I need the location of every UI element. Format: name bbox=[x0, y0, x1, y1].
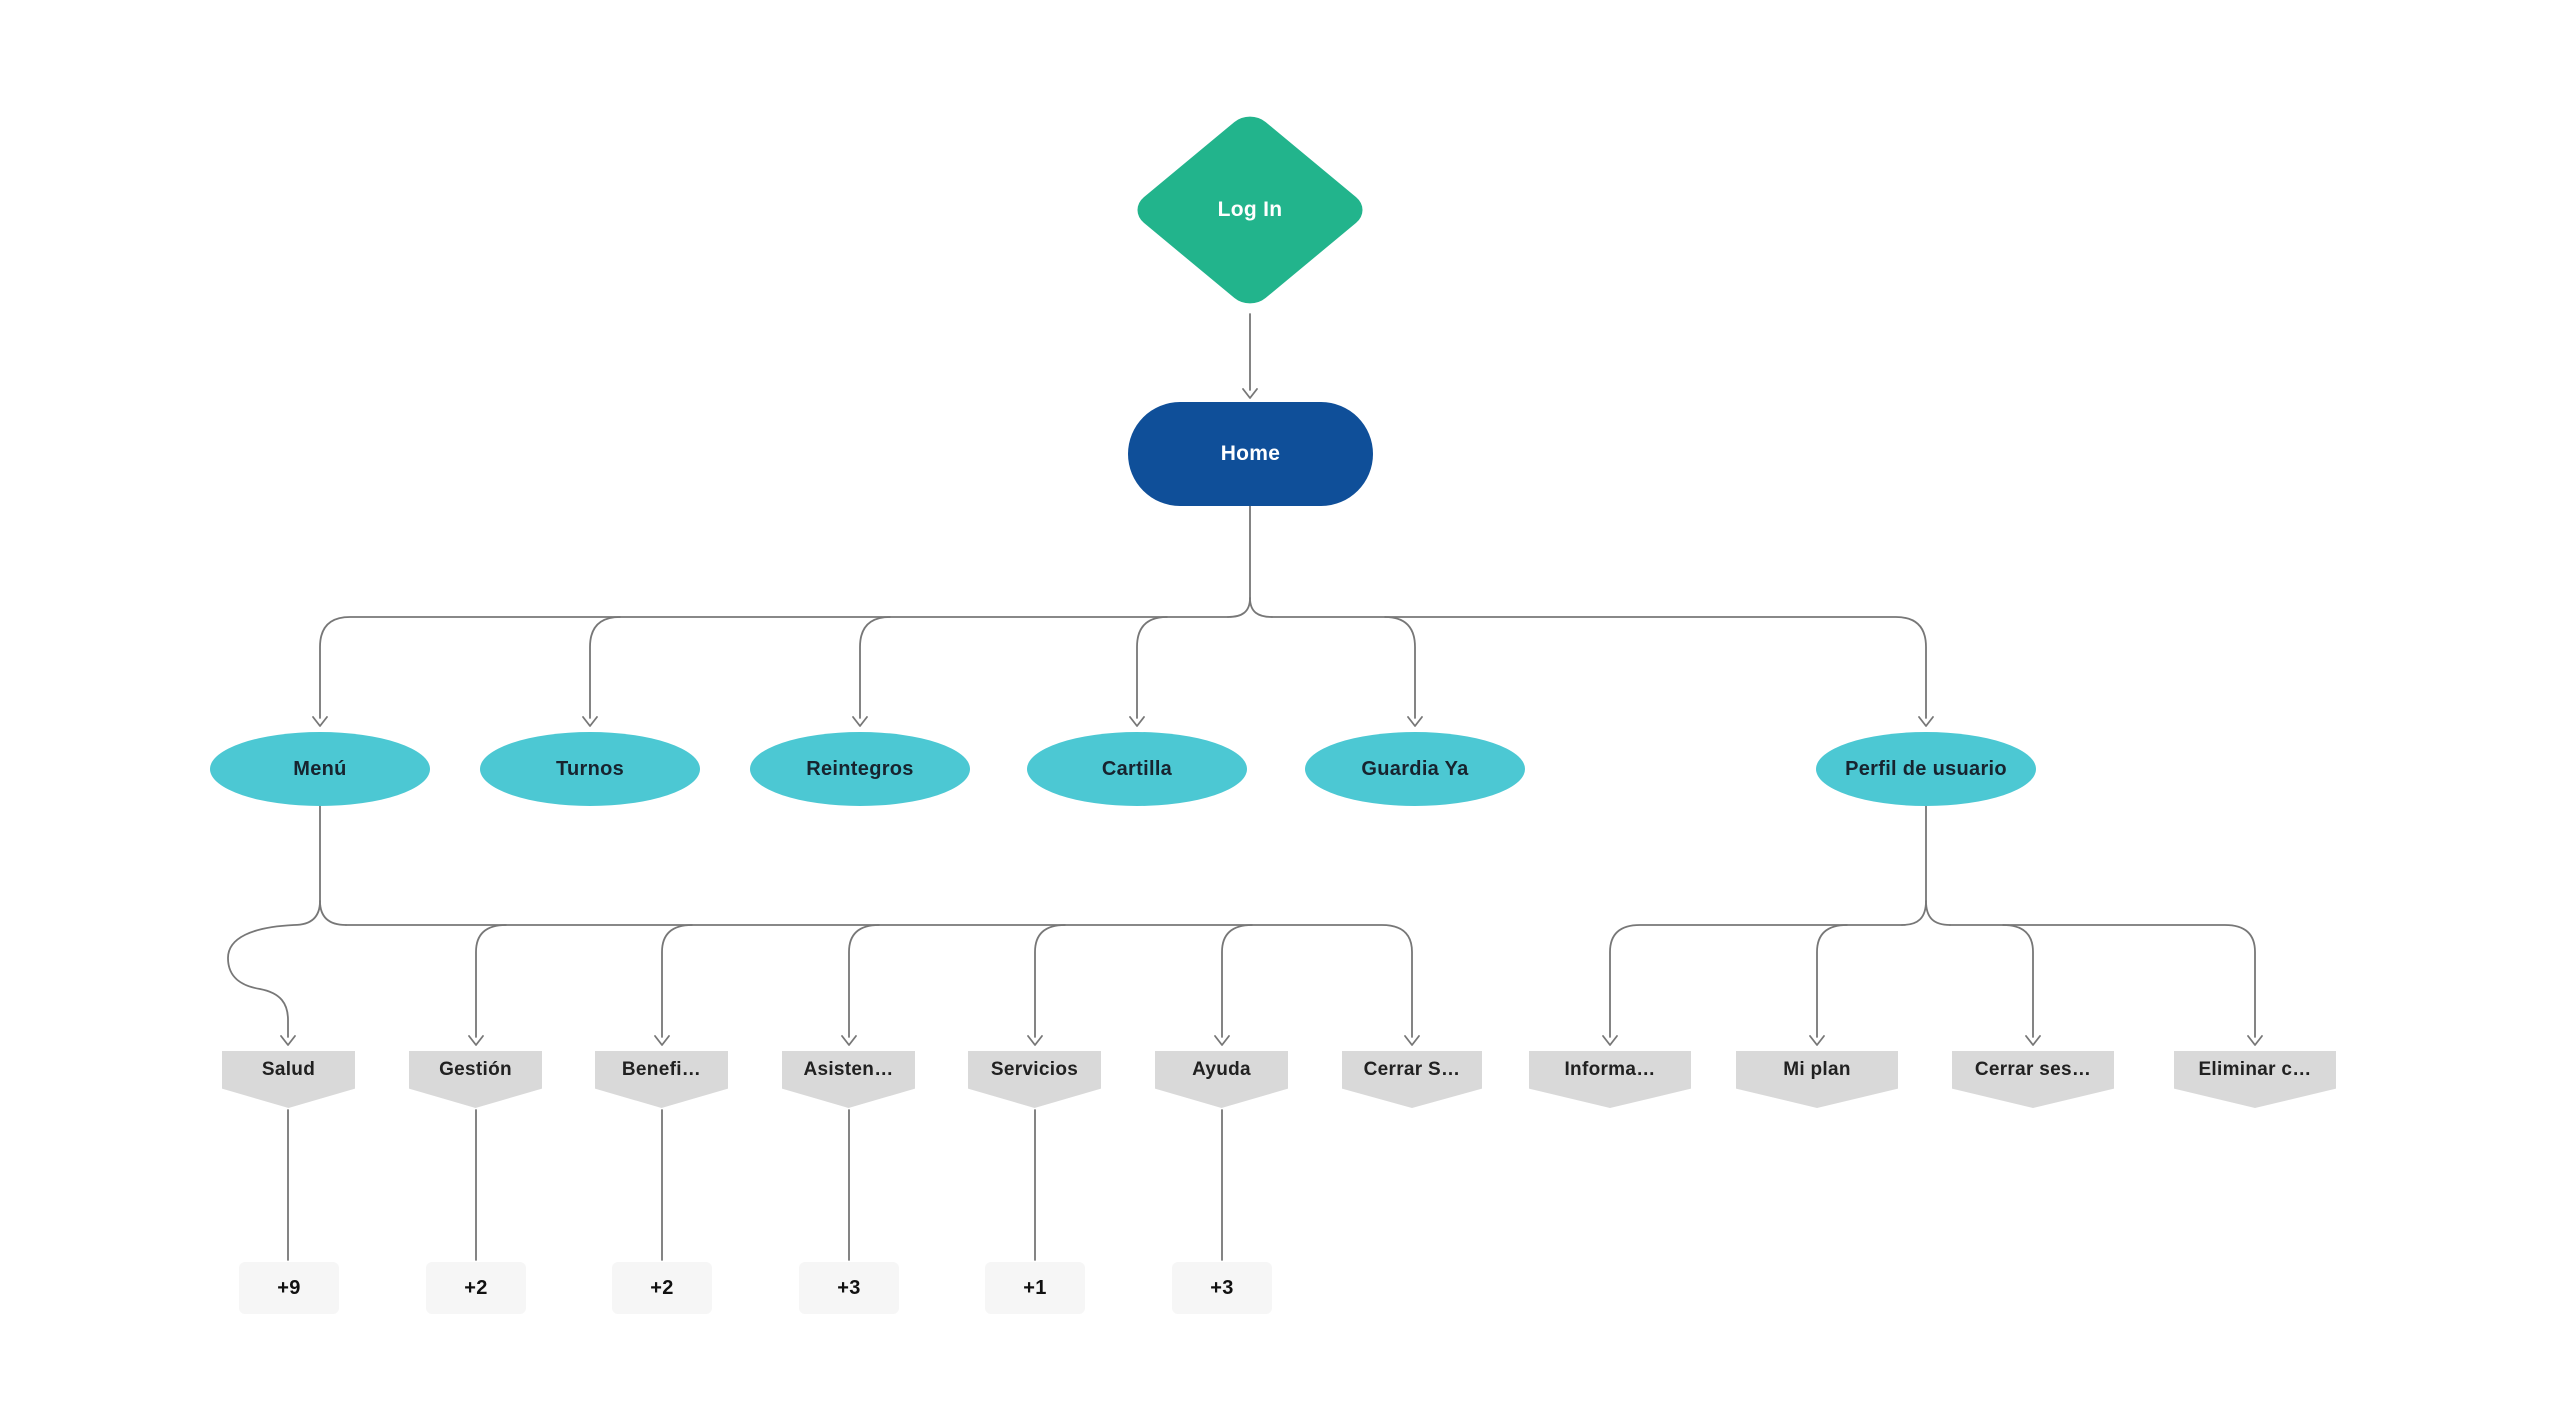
count-badge-salud[interactable]: +9 bbox=[239, 1262, 339, 1314]
node-home[interactable]: Home bbox=[1128, 402, 1373, 506]
node-label: Ayuda bbox=[1192, 1059, 1251, 1080]
node-label: Informa… bbox=[1564, 1059, 1656, 1080]
edges-subpages-to-counts bbox=[287, 1109, 1223, 1261]
node-reintegros[interactable]: Reintegros bbox=[750, 732, 970, 806]
node-label: Mi plan bbox=[1783, 1059, 1851, 1080]
edge-login-home bbox=[1242, 313, 1258, 399]
node-label: Guardia Ya bbox=[1361, 757, 1469, 780]
node-label: Cerrar S… bbox=[1363, 1059, 1461, 1080]
edges-perfil-to-subpages bbox=[1602, 805, 2263, 1046]
node-label: Cartilla bbox=[1101, 757, 1173, 780]
node-label: Home bbox=[1220, 442, 1281, 465]
count-label: +3 bbox=[1210, 1276, 1234, 1299]
count-label: +2 bbox=[464, 1276, 488, 1299]
count-badge-ayuda[interactable]: +3 bbox=[1172, 1262, 1272, 1314]
count-badge-gestion[interactable]: +2 bbox=[426, 1262, 526, 1314]
node-label: Log In bbox=[1217, 198, 1283, 221]
node-label: Eliminar c… bbox=[2198, 1059, 2312, 1080]
node-label: Turnos bbox=[555, 757, 625, 780]
count-badge-asistencia[interactable]: +3 bbox=[799, 1262, 899, 1314]
node-menu[interactable]: Menú bbox=[210, 732, 430, 806]
node-perfil-de-usuario[interactable]: Perfil de usuario bbox=[1816, 732, 2036, 806]
node-cartilla[interactable]: Cartilla bbox=[1027, 732, 1247, 806]
node-label: Salud bbox=[261, 1059, 316, 1080]
count-label: +2 bbox=[650, 1276, 674, 1299]
node-label: Benefi… bbox=[621, 1059, 702, 1080]
count-label: +9 bbox=[277, 1276, 301, 1299]
node-label: Gestión bbox=[439, 1059, 512, 1080]
edges-home-to-sections bbox=[312, 505, 1934, 727]
node-label: Menú bbox=[293, 757, 347, 780]
edges-menu-to-subpages bbox=[227, 805, 1420, 1046]
count-label: +3 bbox=[837, 1276, 861, 1299]
count-badge-beneficios[interactable]: +2 bbox=[612, 1262, 712, 1314]
node-label: Cerrar ses… bbox=[1974, 1059, 2092, 1080]
node-login-diamond[interactable]: Log In bbox=[1127, 108, 1373, 312]
node-guardia-ya[interactable]: Guardia Ya bbox=[1305, 732, 1525, 806]
node-label: Reintegros bbox=[806, 757, 914, 780]
node-label: Asisten… bbox=[803, 1059, 894, 1080]
node-label: Servicios bbox=[990, 1059, 1079, 1080]
count-badge-servicios[interactable]: +1 bbox=[985, 1262, 1085, 1314]
node-turnos[interactable]: Turnos bbox=[480, 732, 700, 806]
node-label: Perfil de usuario bbox=[1845, 757, 2007, 780]
count-label: +1 bbox=[1023, 1276, 1047, 1299]
